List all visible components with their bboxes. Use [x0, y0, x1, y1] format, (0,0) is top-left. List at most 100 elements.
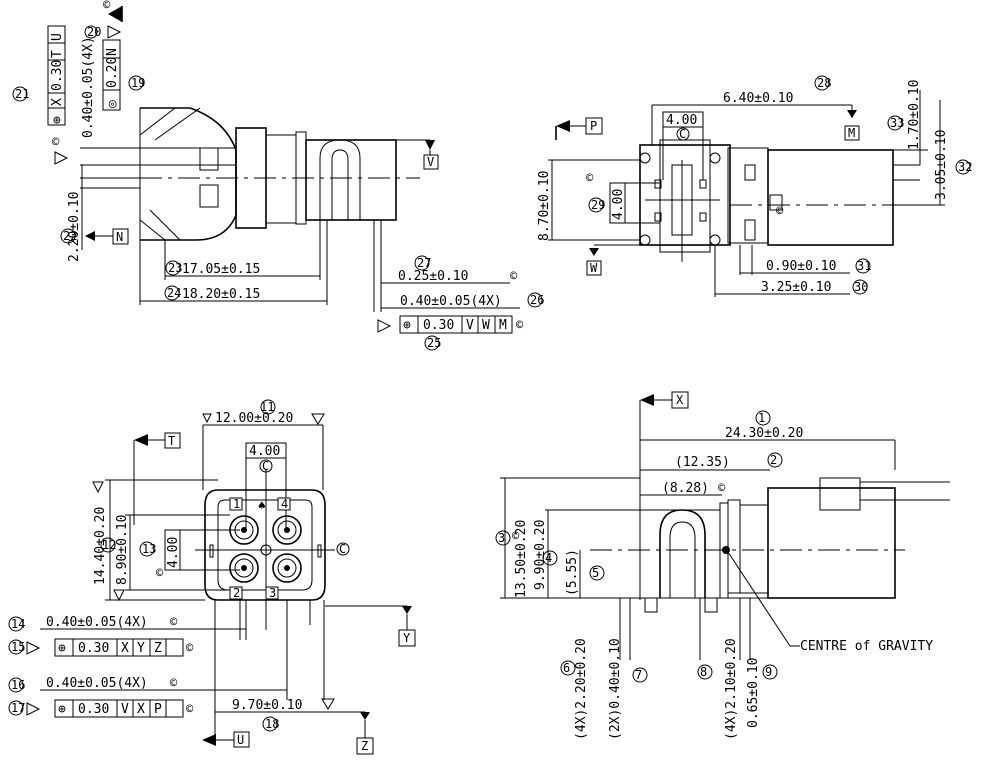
svg-text:©: © — [718, 481, 726, 495]
svg-text:C: C — [339, 542, 346, 556]
pos-tol-label: 0.40±0.05(4X) — [81, 36, 96, 138]
svg-text:⊕: ⊕ — [58, 641, 66, 656]
datum-u: U — [237, 733, 244, 747]
dim-1235: (12.35) — [675, 455, 730, 470]
pin-2: 2 — [233, 586, 240, 600]
dim-040: 0.40±0.05(4X) — [400, 294, 502, 309]
dim-1350: 13.50±0.20 — [514, 520, 529, 598]
datum-y: Y — [403, 631, 411, 645]
dim-040-2x: (2X)0.40±0.10 — [608, 638, 623, 740]
svg-text:P: P — [154, 702, 162, 717]
view-top-right: P © 4.00 C 28 6.40±0.10 — [537, 75, 972, 297]
datum-t: T — [168, 434, 175, 448]
dim-1705: 17.05±0.15 — [182, 262, 260, 277]
svg-text:©: © — [170, 615, 178, 629]
dim-870: 8.70±0.10 — [537, 171, 552, 241]
svg-text:©: © — [586, 171, 594, 185]
ref-23: 23 — [168, 261, 182, 275]
ref-5: 5 — [592, 566, 599, 580]
svg-text:©: © — [156, 566, 164, 580]
ref-21: 21 — [15, 87, 29, 101]
fcf-flatness: ◎ 0.20 N — [102, 39, 121, 111]
ref-6: 6 — [563, 661, 570, 675]
dim-640: 6.40±0.10 — [723, 91, 793, 106]
dim-555: (5.55) — [565, 549, 580, 596]
svg-text:M: M — [499, 318, 507, 333]
ref-19: 19 — [131, 76, 145, 90]
dim-090: 0.90±0.10 — [766, 259, 836, 274]
svg-text:♠: ♠ — [258, 499, 266, 514]
dim-040-a: 0.40±0.05(4X) — [46, 615, 148, 630]
ref-22: 22 — [63, 229, 77, 243]
svg-text:V: V — [121, 702, 129, 717]
dim-1200: 12.00±0.20 — [215, 411, 293, 426]
fcf-symbol: ⊕ — [50, 116, 65, 124]
ref-7: 7 — [635, 668, 642, 682]
svg-text:⊕: ⊕ — [403, 318, 411, 333]
pin-1: 1 — [233, 497, 240, 511]
ref-12: 12 — [102, 538, 116, 552]
svg-text:©: © — [103, 0, 111, 12]
ref-15: 15 — [11, 640, 25, 654]
ref-16: 16 — [11, 678, 25, 692]
pin-3: 3 — [269, 586, 276, 600]
view-bottom-right: X 1 24.30±0.20 (12.35) 2 (8.28) © — [495, 391, 950, 740]
ref-8: 8 — [700, 665, 707, 679]
box-400-top: 4.00 — [249, 444, 280, 459]
ref-13: 13 — [142, 542, 156, 556]
fcf-value: 0.30 — [50, 60, 65, 91]
dim-220-4x: (4X)2.20±0.20 — [574, 638, 589, 740]
svg-text:W: W — [482, 318, 490, 333]
box-400-side: 4.00 — [611, 189, 626, 220]
svg-text:©: © — [170, 676, 178, 690]
ref-32: 32 — [958, 160, 972, 174]
fcf-vertical: ⊕ 0.30 X T U — [47, 25, 66, 126]
ref-33: 33 — [890, 116, 904, 130]
dim-170: 1.70±0.10 — [907, 80, 922, 150]
svg-text:V: V — [466, 318, 474, 333]
datum-m: M — [848, 126, 855, 140]
svg-text:0.30: 0.30 — [78, 641, 109, 656]
dim-210-4x: (4X)2.10±0.20 — [724, 638, 739, 740]
datum-p: P — [590, 119, 597, 133]
svg-text:Y: Y — [137, 641, 145, 656]
datum-triangle-icon — [107, 25, 122, 39]
dim-040-b: 0.40±0.05(4X) — [46, 676, 148, 691]
svg-text:©: © — [186, 641, 194, 655]
pin-tolerance-notes: 27 0.25±0.10 © 0.40±0.05(4X) 26 ⊕ 0.30 V… — [373, 248, 544, 351]
ref-27: 27 — [417, 256, 431, 270]
svg-text:X: X — [121, 641, 129, 656]
centre-of-gravity-label: CENTRE of GRAVITY — [800, 639, 933, 654]
ref-17: 17 — [11, 701, 25, 715]
ref-29: 29 — [591, 198, 605, 212]
ref-26: 26 — [530, 293, 544, 307]
datum-v-small-icon — [54, 151, 69, 165]
ref-14: 14 — [11, 617, 25, 631]
datum-w: W — [590, 261, 598, 275]
dim-305: 3.05±0.10 — [934, 130, 949, 200]
svg-text:X: X — [50, 98, 65, 106]
datum-n: N — [116, 230, 123, 244]
svg-text:⊕: ⊕ — [58, 702, 66, 717]
svg-text:©: © — [510, 269, 518, 283]
svg-text:Z: Z — [154, 641, 162, 656]
datum-v: V — [427, 155, 434, 169]
dim-220: 2.20±0.10 — [67, 192, 82, 262]
box-400-side: 4.00 — [166, 537, 181, 568]
svg-text:0.30: 0.30 — [78, 702, 109, 717]
dim-890: 8.90±0.10 — [115, 515, 130, 585]
svg-text:0.20: 0.20 — [105, 57, 120, 88]
ref-11: 11 — [260, 400, 274, 414]
svg-text:U: U — [50, 33, 65, 41]
ref-31: 31 — [857, 259, 871, 273]
ref-9: 9 — [765, 665, 772, 679]
svg-text:C: C — [262, 459, 269, 473]
ref-24: 24 — [167, 286, 181, 300]
datum-x: X — [676, 393, 684, 407]
ref-28: 28 — [817, 76, 831, 90]
svg-text:C: C — [679, 127, 686, 141]
ref-30: 30 — [854, 280, 868, 294]
svg-text:T: T — [50, 50, 65, 58]
pin-4: 4 — [281, 497, 288, 511]
svg-text:N: N — [105, 48, 120, 56]
